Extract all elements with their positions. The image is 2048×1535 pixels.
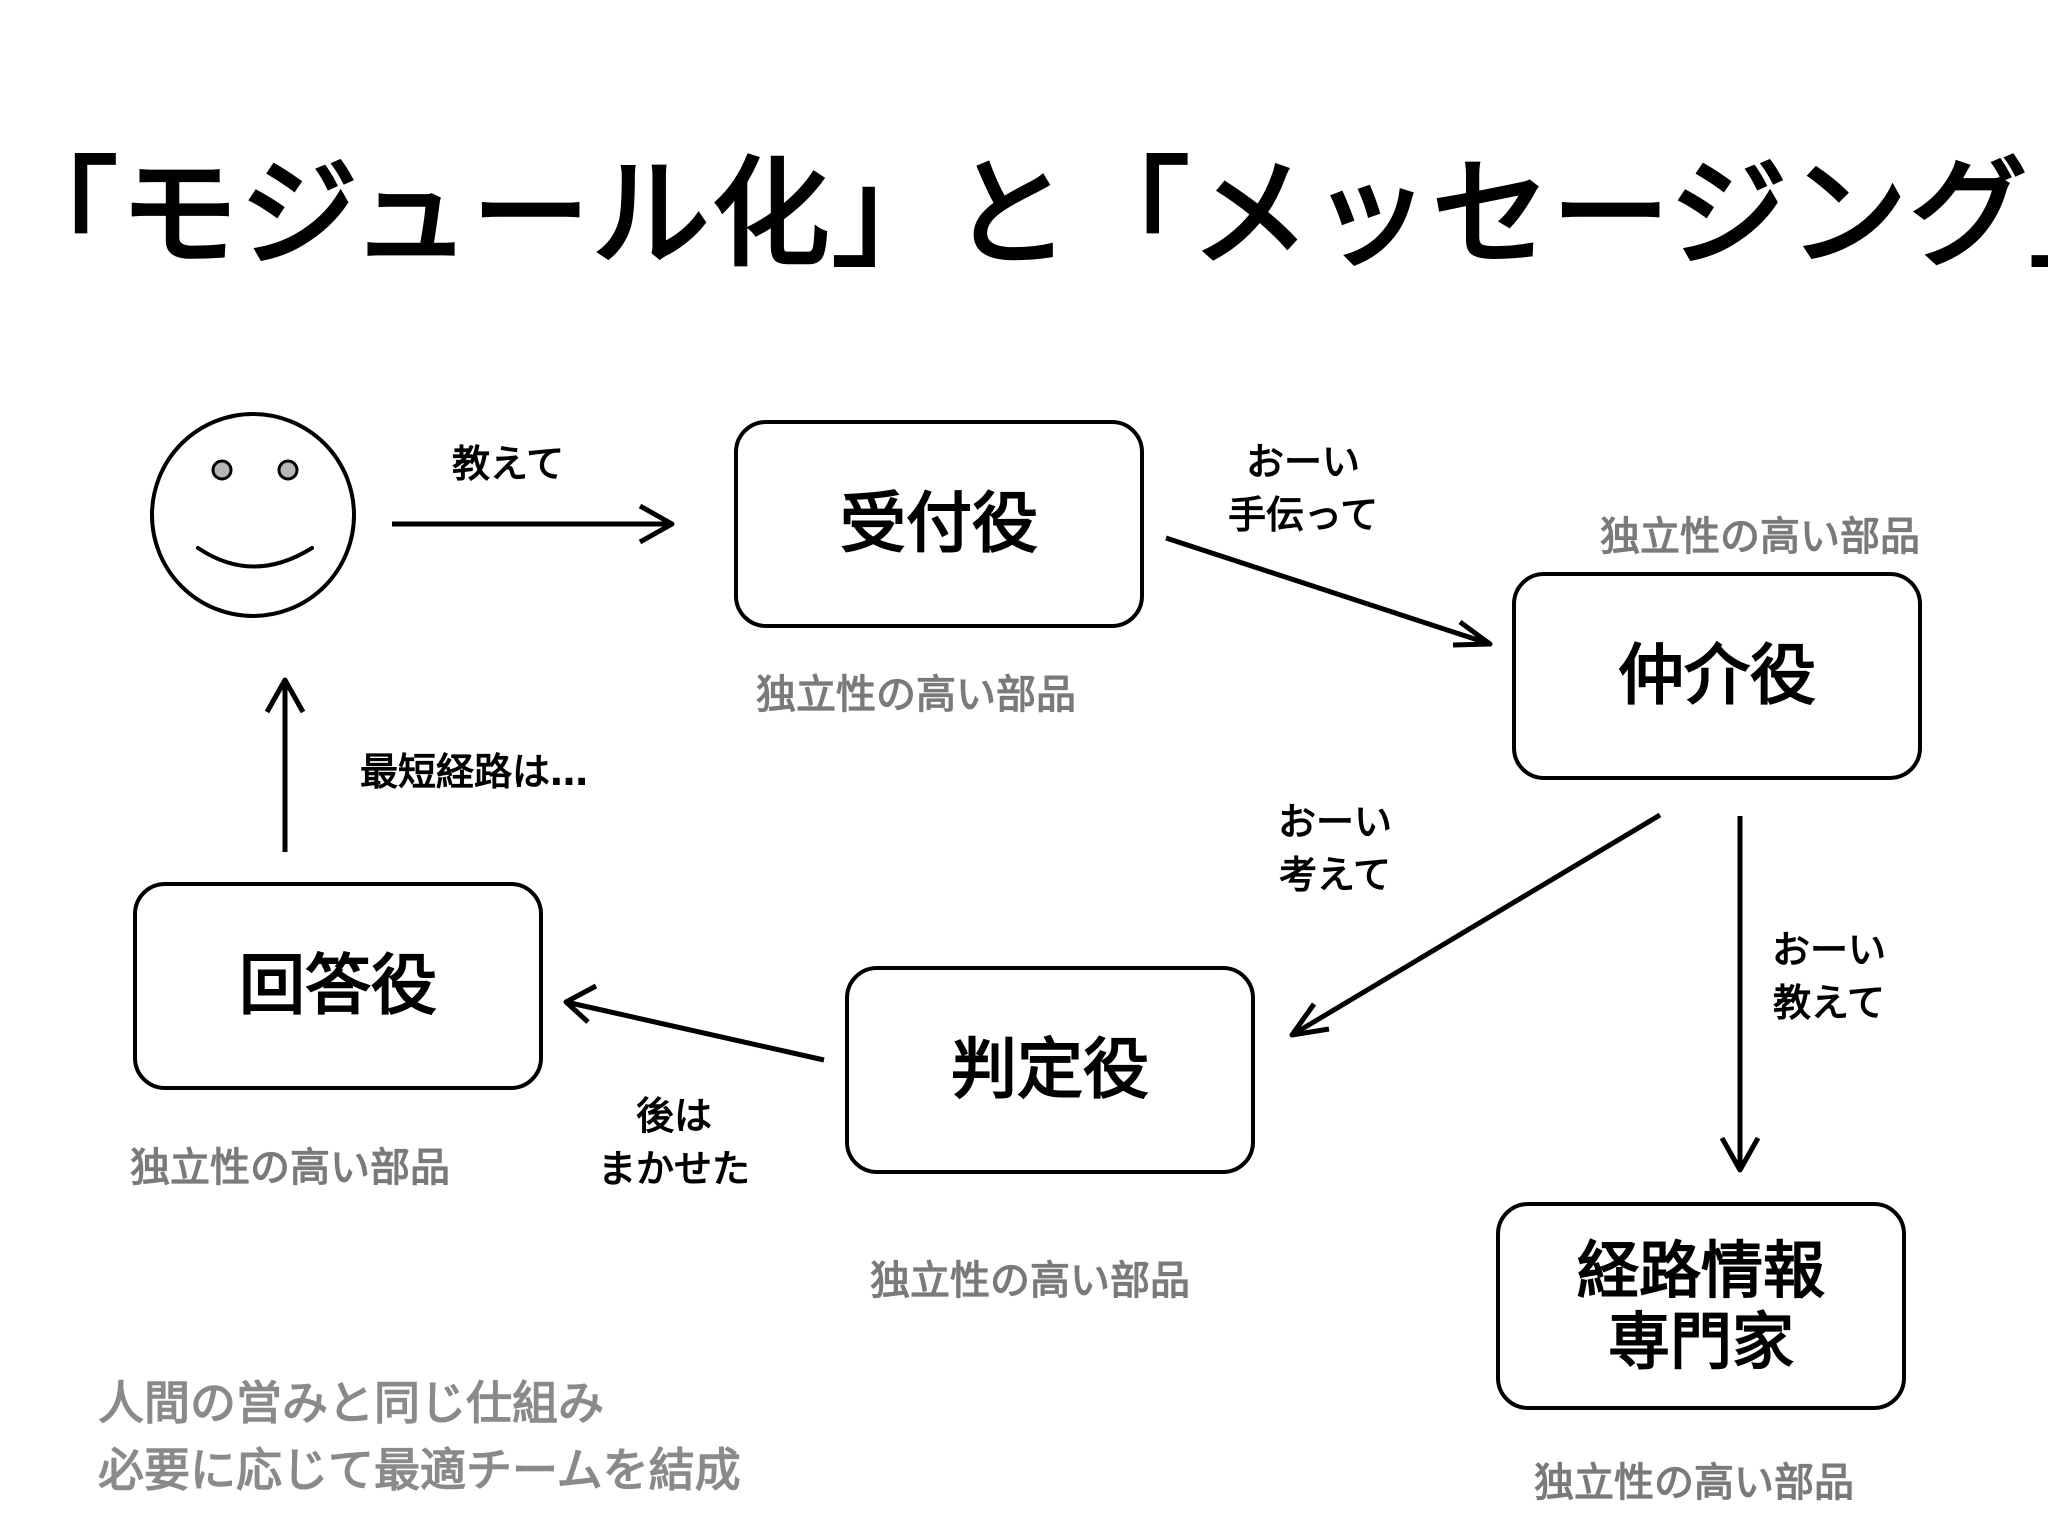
node-reception-label: 受付役 [840,485,1038,563]
edge-label-mediator-to-expert: おーい 教えて [1772,928,1887,1026]
node-mediator-label: 仲介役 [1618,637,1816,715]
node-judge-label: 判定役 [951,1031,1149,1109]
node-mediator: 仲介役 [1512,572,1922,780]
node-reception: 受付役 [734,420,1144,628]
node-answer: 回答役 [133,882,543,1090]
node-answer-label: 回答役 [239,947,437,1025]
arrow-user-to-reception [392,503,675,545]
edge-label-user-to-reception: 教えて [452,442,565,486]
arrow-mediator-to-expert [1719,816,1761,1173]
arrow-mediator-to-judge [1289,812,1662,1038]
arrow-judge-to-answer [563,983,825,1063]
edge-label-reception-to-mediator: おーい 手伝って [1228,440,1379,538]
node-route-expert: 経路情報 専門家 [1496,1202,1906,1410]
edge-label-answer-to-user: 最短経路は… [360,750,589,794]
edge-label-mediator-to-judge: おーい 考えて [1278,800,1393,898]
footer-line-1: 人間の営みと同じ仕組み [98,1376,604,1430]
footer-note: 人間の営みと同じ仕組み 必要に応じて最適チームを結成 [98,1370,741,1503]
part-note-reception: 独立性の高い部品 [756,672,1076,718]
footer-line-2: 必要に応じて最適チームを結成 [98,1442,741,1497]
arrow-reception-to-mediator [1165,535,1493,648]
part-note-judge: 独立性の高い部品 [870,1258,1190,1304]
arrow-answer-to-user [264,677,306,852]
node-judge: 判定役 [845,966,1255,1174]
part-note-route-expert: 独立性の高い部品 [1534,1460,1854,1506]
page-title: 「モジュール化」と「メッセージング」 [0,145,2048,283]
part-note-answer: 独立性の高い部品 [130,1145,450,1191]
user-smiley-icon [150,412,356,618]
node-route-expert-label: 経路情報 専門家 [1576,1233,1825,1378]
part-note-mediator: 独立性の高い部品 [1600,514,1920,560]
edge-label-judge-to-answer: 後は まかせた [598,1094,751,1192]
